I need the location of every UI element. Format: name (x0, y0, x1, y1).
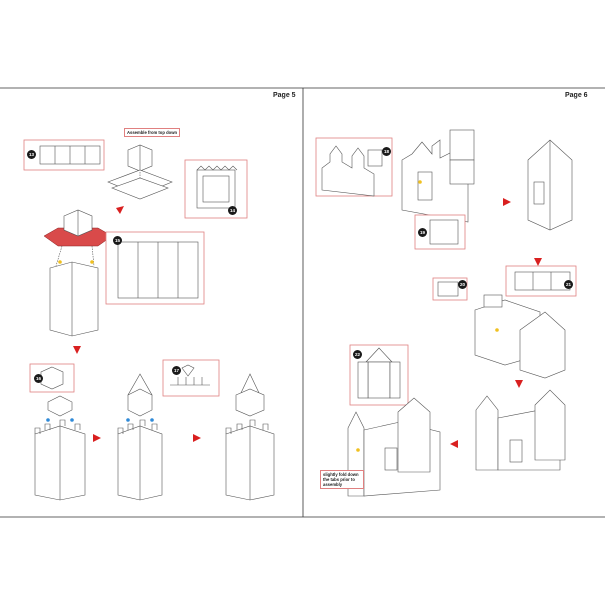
step-20-badge: 20 (458, 280, 467, 289)
page-number-left: Page 5 (273, 92, 296, 99)
step-15-callout (105, 231, 205, 305)
step-17-badge: 17 (172, 366, 181, 375)
arrow-step-17 (193, 434, 201, 442)
turret-with-cap (34, 395, 86, 501)
arrow-step-15 (73, 346, 81, 354)
step-17-callout (162, 359, 220, 397)
turret-top-exploded (107, 144, 173, 200)
note-fold-tabs: slightly fold down the tabs prior to ass… (320, 470, 364, 489)
step-15-badge: 15 (113, 236, 122, 245)
step-19-badge: 19 (418, 228, 427, 237)
castle-house-assembled (527, 139, 573, 231)
page-number-right: Page 6 (565, 92, 588, 99)
finished-turret (225, 373, 275, 501)
step-16-badge: 16 (34, 374, 43, 383)
castle-assembled-large (475, 389, 566, 471)
step-21-badge: 21 (564, 280, 573, 289)
step-22-badge: 22 (353, 350, 362, 359)
turret-with-spire (117, 373, 163, 501)
arrow-step-21 (515, 380, 523, 388)
tower-assembly (43, 209, 113, 337)
step-13-callout (23, 139, 105, 171)
arrow-step-19 (503, 198, 511, 206)
arrow-step-20 (534, 258, 542, 266)
castle-front-exploded (401, 129, 475, 223)
step-14-badge: 14 (228, 206, 237, 215)
step-16-callout (29, 363, 75, 393)
arrow-step-22 (450, 440, 458, 448)
step-18-badge: 18 (382, 147, 391, 156)
castle-wing-assembly (474, 294, 566, 379)
note-assemble-top-down: Assemble from top down (124, 128, 181, 137)
arrow-step-16 (93, 434, 101, 442)
step-13-badge: 13 (27, 150, 36, 159)
arrow-step-14 (116, 206, 124, 214)
step-18-callout (315, 137, 393, 197)
step-14-callout (184, 159, 248, 219)
